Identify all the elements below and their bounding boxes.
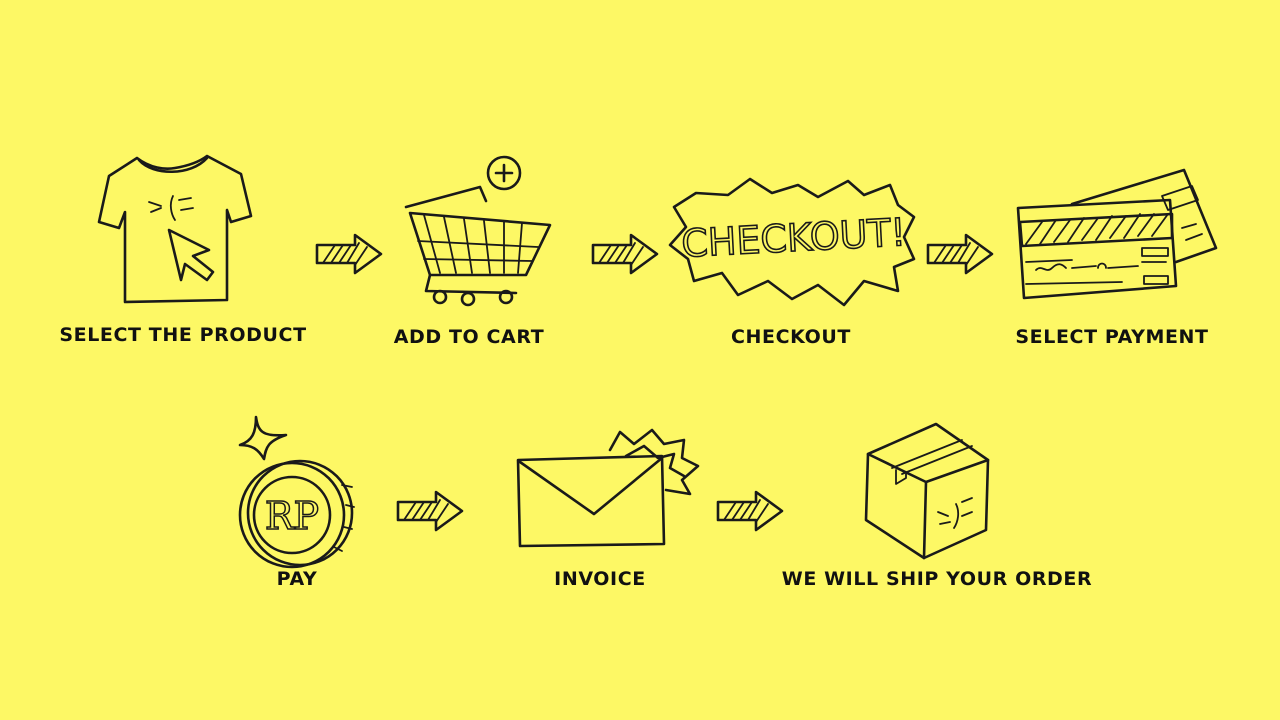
step-label: WE WILL SHIP YOUR ORDER <box>781 568 1093 590</box>
credit-cards-icon <box>1016 168 1218 300</box>
shopping-cart-plus-icon <box>404 155 552 307</box>
rupiah-coin-icon: RP <box>238 415 355 569</box>
step-label: CHECKOUT <box>731 326 851 348</box>
arrow-right-icon <box>396 490 464 532</box>
checkout-burst-icon: CHECKOUT! <box>668 177 916 307</box>
step-label: ADD TO CART <box>393 326 545 348</box>
arrow-right-icon <box>315 233 383 275</box>
step-label: SELECT PAYMENT <box>1015 326 1209 348</box>
arrow-right-icon <box>926 233 994 275</box>
envelope-icon <box>516 428 700 548</box>
tshirt-cursor-icon <box>97 154 253 304</box>
arrow-right-icon <box>716 490 784 532</box>
step-label: INVOICE <box>554 568 646 590</box>
step-label: PAY <box>276 568 318 590</box>
package-box-icon <box>864 422 990 560</box>
step-label: SELECT THE PRODUCT <box>59 324 307 346</box>
coin-text: RP <box>265 494 319 538</box>
burst-text: CHECKOUT! <box>680 210 907 266</box>
arrow-right-icon <box>591 233 659 275</box>
